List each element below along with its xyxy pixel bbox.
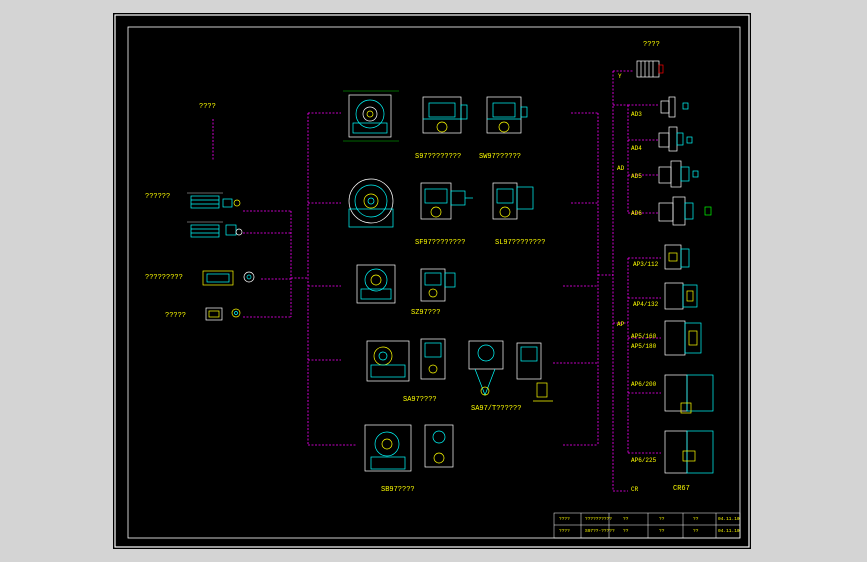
title-block-r2c3: ?? xyxy=(623,529,629,534)
reducer-label-sb97: SB97???? xyxy=(381,486,415,494)
adapter-label-ad3: AD3 xyxy=(631,111,642,118)
sf97-drawing-b xyxy=(420,182,473,220)
title-block-grid xyxy=(553,512,741,539)
sa97t-drawing-b xyxy=(516,342,553,402)
connection-network xyxy=(212,70,661,492)
sa97-drawing xyxy=(366,340,410,382)
input-drawing-1 xyxy=(187,192,241,209)
y-branch-label: Y xyxy=(618,73,622,80)
adapter-label-ap5-160: AP5/160 xyxy=(631,333,657,340)
title-block-r2c1: ???? xyxy=(559,529,570,534)
title-block-r1c4: ?? xyxy=(659,517,665,522)
title-block-r1c2: ?????????? xyxy=(585,517,613,522)
header-top-left-label: ???? xyxy=(199,103,216,111)
reducer-label-sa97: SA97???? xyxy=(403,396,437,404)
adapter-label-ap6-225: AP6/225 xyxy=(631,457,657,464)
input-label-1: ?????? xyxy=(145,193,171,201)
sa97-drawing-b xyxy=(420,338,446,380)
reducer-label-sl97: SL97???????? xyxy=(495,239,546,247)
title-block-r2c2: S97??-????? xyxy=(585,529,615,534)
reducer-label-sf97: SF97???????? xyxy=(415,239,466,247)
sa97t-drawing xyxy=(468,340,504,396)
inner-frame xyxy=(127,26,741,539)
reducer-label-sa97t: SA97/T?????? xyxy=(471,405,522,413)
adapter-label-cr: CR xyxy=(631,486,639,493)
sz97-drawing xyxy=(356,264,396,304)
title-block-r1c6: 04.11.10 xyxy=(718,517,740,522)
adapter-label-ad6: AD6 xyxy=(631,210,642,217)
reducer-label-sz97: SZ97??? xyxy=(411,309,441,317)
title-block-r2c6: 04.11.10 xyxy=(718,529,740,534)
adapter-label-ad4: AD4 xyxy=(631,145,642,152)
sl97-drawing xyxy=(492,182,534,220)
sw97-drawing-b xyxy=(486,96,528,134)
sz97-drawing-b xyxy=(420,268,456,302)
ap-adapter-drawings xyxy=(664,244,714,474)
adapter-label-cr67: CR67 xyxy=(673,485,690,493)
input-drawing-4 xyxy=(205,307,241,321)
sb97-drawing-b xyxy=(424,424,454,468)
title-block-r1c3: ?? xyxy=(623,517,629,522)
reducer-label-s97: S97???????? xyxy=(415,153,462,161)
title-block-r2c4: ?? xyxy=(659,529,665,534)
sf97-drawing xyxy=(348,178,394,228)
drawing-canvas: ???? ???? Y ?????? ????????? ????? S97??… xyxy=(113,13,751,549)
reducer-label-sw97: SW97?????? xyxy=(479,153,522,161)
sw97-drawing-a xyxy=(422,96,468,134)
adapter-label-ad5: AD5 xyxy=(631,173,642,180)
adapter-label-ap: AP xyxy=(617,321,625,328)
ad-adapter-drawings xyxy=(658,96,712,226)
title-block-r2c5: ?? xyxy=(693,529,699,534)
title-block-r1c1: ???? xyxy=(559,517,570,522)
input-label-3: ????? xyxy=(165,312,187,320)
adapter-label-ap6-200: AP6/200 xyxy=(631,381,657,388)
outer-frame xyxy=(114,14,750,548)
title-block-r1c5: ?? xyxy=(693,517,699,522)
header-top-right-label: ???? xyxy=(643,41,660,49)
adapter-label-ad: AD xyxy=(617,165,625,172)
adapter-label-ap5-180: AP5/180 xyxy=(631,343,657,350)
sb97-drawing xyxy=(364,424,412,472)
adapter-label-ap3: AP3/112 xyxy=(633,261,659,268)
input-label-2: ????????? xyxy=(145,274,183,282)
s97-drawing xyxy=(343,90,399,142)
input-drawing-2 xyxy=(187,221,243,238)
schematic-drawing xyxy=(114,14,750,548)
adapter-label-ap4: AP4/132 xyxy=(633,301,659,308)
input-drawing-3 xyxy=(202,270,255,286)
y-adapter-drawing xyxy=(636,60,664,78)
